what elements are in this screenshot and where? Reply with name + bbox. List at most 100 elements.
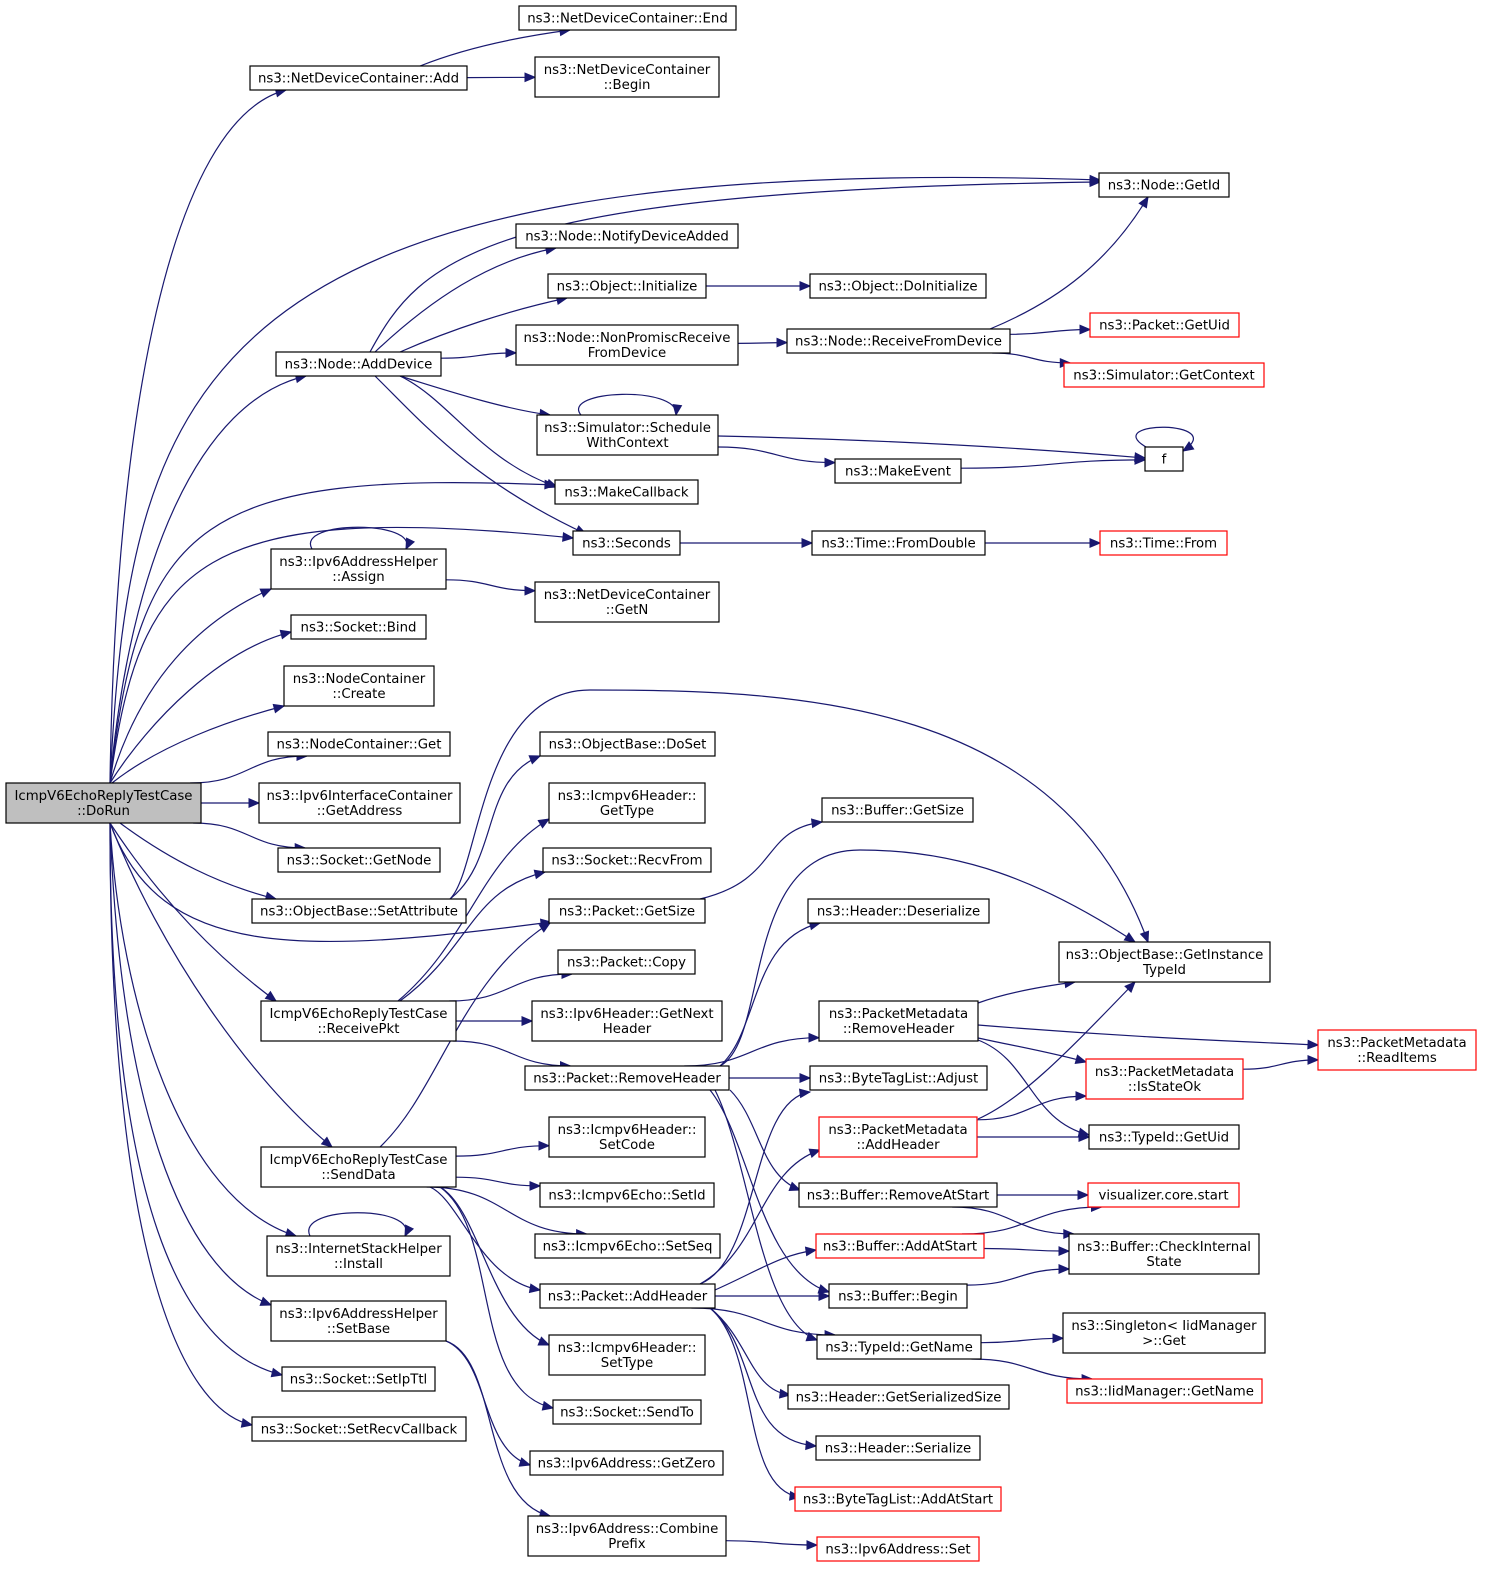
- edge-line: [399, 297, 568, 353]
- call-edge-n45-n42: [976, 1091, 1088, 1121]
- function-node[interactable]: ns3::Time::FromDouble: [811, 530, 986, 556]
- function-node[interactable]: ns3::Header::Serialize: [815, 1435, 981, 1461]
- function-node[interactable]: ns3::TypeId::GetUid: [1088, 1124, 1240, 1150]
- call-edge-n33-n36: [449, 969, 574, 1002]
- function-node[interactable]: ns3::ByteTagList::AddAtStart: [794, 1486, 1002, 1512]
- function-node[interactable]: ns3::NodeContainer::Get: [267, 731, 451, 757]
- function-node[interactable]: ns3::Ipv6AddressHelper::SetBase: [270, 1300, 447, 1342]
- edge-line: [374, 375, 587, 535]
- root-function-node[interactable]: IcmpV6EchoReplyTestCase::DoRun: [5, 782, 202, 824]
- call-edge-n51-n55: [429, 1186, 542, 1294]
- function-node[interactable]: ns3::Socket::SendTo: [552, 1399, 702, 1425]
- function-node[interactable]: ns3::Buffer::Begin: [828, 1283, 968, 1309]
- function-node[interactable]: ns3::Ipv6AddressHelper::Assign: [270, 548, 447, 590]
- node-label: ::ReceivePkt: [318, 1022, 400, 1037]
- arrowhead-icon: [1077, 1190, 1090, 1200]
- function-node[interactable]: ns3::Socket::RecvFrom: [542, 847, 712, 873]
- node-label: ::GetN: [606, 603, 649, 618]
- node-label: IcmpV6EchoReplyTestCase: [269, 1153, 447, 1168]
- function-node[interactable]: ns3::Packet::Copy: [557, 949, 696, 975]
- function-node[interactable]: ns3::NetDeviceContainer::Add: [249, 65, 468, 91]
- function-node[interactable]: ns3::Node::GetId: [1098, 172, 1230, 198]
- function-node[interactable]: ns3::Node::AddDevice: [275, 351, 442, 377]
- function-node[interactable]: ns3::ByteTagList::Adjust: [809, 1065, 988, 1091]
- function-node[interactable]: ns3::TypeId::GetName: [816, 1334, 982, 1360]
- function-node[interactable]: IcmpV6EchoReplyTestCase::SendData: [260, 1146, 457, 1188]
- function-node[interactable]: ns3::Header::GetSerializedSize: [787, 1384, 1010, 1410]
- function-node[interactable]: ns3::MakeCallback: [554, 479, 699, 505]
- function-node[interactable]: ns3::Icmpv6Header::GetType: [548, 782, 706, 824]
- function-node[interactable]: ns3::Packet::GetSize: [548, 898, 706, 924]
- function-node[interactable]: ns3::PacketMetadata::ReadItems: [1317, 1029, 1477, 1071]
- node-label: ns3::MakeCallback: [564, 486, 689, 501]
- function-node[interactable]: ns3::Buffer::GetSize: [821, 797, 974, 823]
- arrowhead-icon: [799, 281, 812, 291]
- function-node[interactable]: ns3::Ipv6Address::Set: [816, 1536, 980, 1562]
- function-node[interactable]: ns3::Packet::GetUid: [1089, 312, 1240, 338]
- function-node[interactable]: ns3::NetDeviceContainer::End: [518, 5, 737, 31]
- function-node[interactable]: ns3::Socket::SetRecvCallback: [251, 1416, 467, 1442]
- function-node[interactable]: ns3::Icmpv6Echo::SetSeq: [534, 1233, 721, 1259]
- function-node[interactable]: ns3::Header::Deserialize: [807, 898, 990, 924]
- node-box: [542, 847, 712, 873]
- function-node[interactable]: ns3::Socket::SetIpTtl: [281, 1366, 436, 1392]
- function-node[interactable]: ns3::Node::ReceiveFromDevice: [786, 328, 1011, 354]
- function-node[interactable]: ns3::Singleton< IidManager>::Get: [1062, 1312, 1266, 1354]
- function-node[interactable]: ns3::Buffer::RemoveAtStart: [798, 1182, 998, 1208]
- function-node[interactable]: ns3::Icmpv6Header::SetType: [548, 1334, 706, 1376]
- node-box: [270, 548, 447, 590]
- function-node[interactable]: ns3::IidManager::GetName: [1066, 1378, 1263, 1404]
- call-edge-n55-n56: [691, 1307, 837, 1340]
- function-node[interactable]: ns3::Seconds: [572, 530, 681, 556]
- function-node[interactable]: ns3::Buffer::AddAtStart: [815, 1233, 985, 1259]
- node-box: [290, 614, 427, 640]
- call-edge-n11-n5: [989, 195, 1149, 330]
- function-node[interactable]: ns3::NodeContainer::Create: [283, 665, 435, 707]
- function-node[interactable]: ns3::MakeEvent: [834, 458, 962, 484]
- edge-line: [109, 631, 292, 784]
- function-node[interactable]: ns3::PacketMetadata::AddHeader: [818, 1116, 978, 1158]
- node-label: ns3::IidManager::GetName: [1075, 1385, 1254, 1400]
- edge-line: [729, 1089, 801, 1191]
- function-node[interactable]: ns3::Icmpv6Header::SetCode: [548, 1116, 706, 1158]
- function-node[interactable]: ns3::Object::Initialize: [547, 273, 707, 299]
- function-node[interactable]: ns3::Node::NotifyDeviceAdded: [515, 223, 739, 249]
- function-node[interactable]: ns3::Icmpv6Echo::SetId: [539, 1182, 715, 1208]
- function-node[interactable]: ns3::Socket::Bind: [290, 614, 427, 640]
- function-node[interactable]: ns3::Ipv6InterfaceContainer::GetAddress: [258, 782, 461, 824]
- node-label: ns3::InternetStackHelper: [275, 1242, 442, 1257]
- call-edge-n67-n68: [725, 1540, 819, 1551]
- call-edge-n15-n15: [1135, 426, 1195, 452]
- function-node[interactable]: f: [1144, 446, 1184, 472]
- node-label: ns3::Socket::RecvFrom: [551, 854, 702, 869]
- function-node[interactable]: ns3::Ipv6Address::GetZero: [529, 1450, 724, 1476]
- function-node[interactable]: ns3::Packet::RemoveHeader: [524, 1065, 730, 1091]
- function-node[interactable]: ns3::NetDeviceContainer::GetN: [534, 581, 720, 623]
- function-node[interactable]: visualizer.core.start: [1087, 1182, 1240, 1208]
- arrowhead-icon: [801, 538, 814, 548]
- function-node[interactable]: ns3::Time::From: [1099, 530, 1228, 556]
- function-node[interactable]: ns3::Socket::GetNode: [277, 847, 441, 873]
- function-node[interactable]: ns3::PacketMetadata::IsStateOk: [1085, 1058, 1244, 1100]
- function-node[interactable]: ns3::ObjectBase::SetAttribute: [251, 898, 467, 924]
- function-node[interactable]: ns3::Simulator::GetContext: [1063, 362, 1265, 388]
- function-node[interactable]: ns3::PacketMetadata::RemoveHeader: [818, 1000, 979, 1042]
- node-label: ns3::Icmpv6Header::: [558, 1123, 697, 1138]
- function-node[interactable]: ns3::ObjectBase::DoSet: [539, 731, 716, 757]
- arrowhead-icon: [279, 629, 293, 640]
- node-label: ns3::Object::Initialize: [557, 280, 698, 295]
- node-box: [548, 782, 706, 824]
- function-node[interactable]: IcmpV6EchoReplyTestCase::ReceivePkt: [260, 1000, 457, 1042]
- function-node[interactable]: ns3::Object::DoInitialize: [809, 273, 987, 299]
- function-node[interactable]: ns3::NetDeviceContainer::Begin: [534, 56, 720, 98]
- call-edge-n1-n2: [109, 87, 288, 784]
- node-box: [251, 1416, 467, 1442]
- function-node[interactable]: ns3::InternetStackHelper::Install: [266, 1235, 451, 1277]
- function-node[interactable]: ns3::Packet::AddHeader: [539, 1283, 716, 1309]
